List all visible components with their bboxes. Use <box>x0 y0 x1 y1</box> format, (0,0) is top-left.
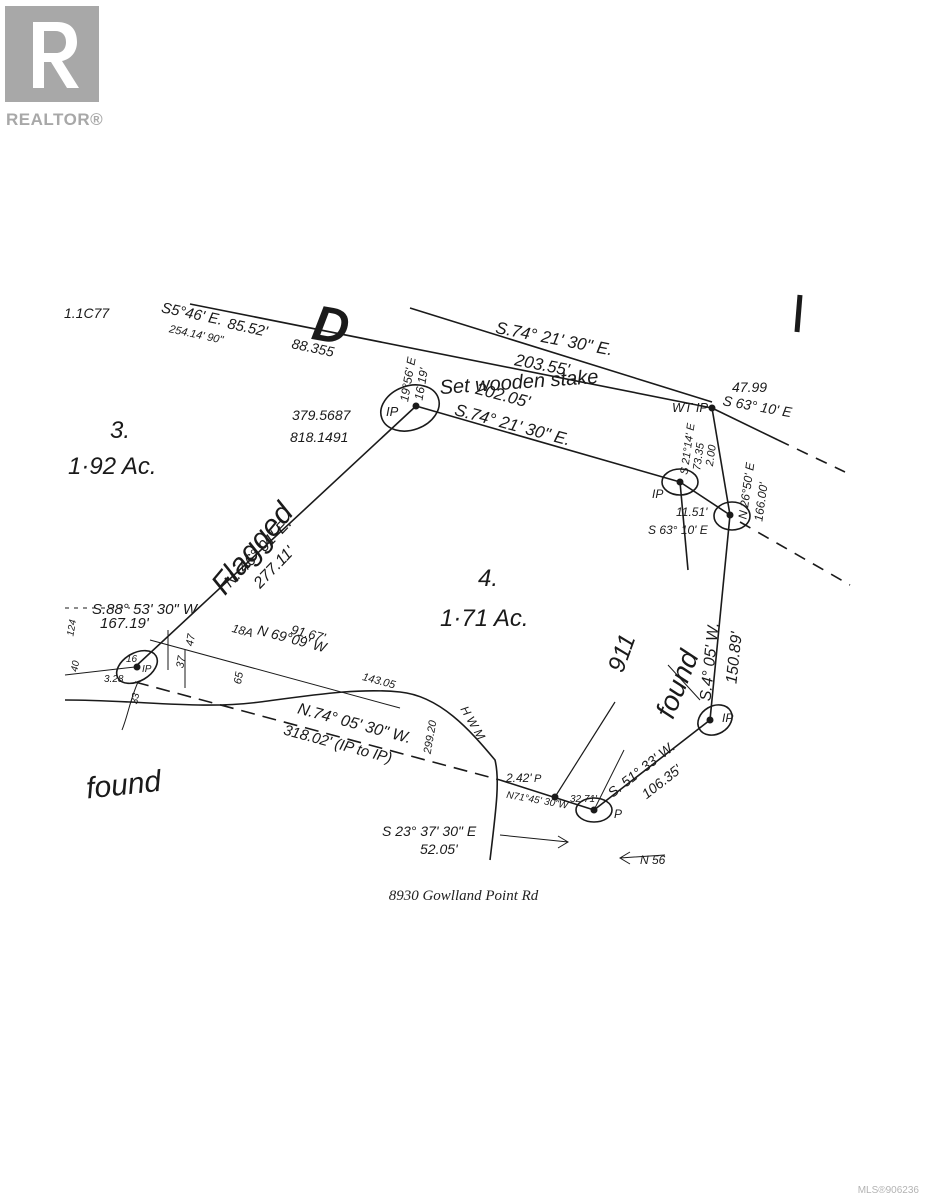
lot3-number: 3. <box>110 417 130 444</box>
south-pin-p1: P <box>534 773 542 785</box>
lot4-south-dashed <box>134 681 501 781</box>
hwm-label: H W M <box>458 703 488 742</box>
west-small-124: 124 <box>65 618 79 637</box>
arrow-bottom-right <box>619 851 666 865</box>
nw-coords-1: 379.5687 <box>292 407 352 423</box>
west-small-328: 3.28 <box>104 674 124 685</box>
southwest-bottom-bearing: S 23° 37' 30" E <box>382 823 477 839</box>
found-leader <box>121 681 139 731</box>
se-tie-line <box>554 701 616 798</box>
east-small-a-dist2: 2.00 <box>704 443 719 468</box>
se-tie-line-2 <box>593 749 625 811</box>
stake-bearing-2: 16.19' <box>412 366 432 401</box>
west-line-bearing: S.88° 53' 30" W <box>92 601 199 618</box>
mls-number: MLS®906236 <box>857 1185 919 1196</box>
east-short-line <box>679 481 731 516</box>
lot3-area: 1·92 Ac. <box>68 453 157 480</box>
corner-pin-e2 <box>713 501 751 531</box>
west-small-65: 65 <box>232 670 246 685</box>
west-small-16: 16 <box>126 654 138 665</box>
realtor-r-logo-icon <box>5 6 99 102</box>
lot4-north-line <box>415 405 681 483</box>
arrow-bottom-left <box>499 834 569 849</box>
high-water-mark-line <box>64 689 499 861</box>
east-dash <box>739 521 851 586</box>
ne-corner-label: WT IP <box>672 400 708 415</box>
corner-pin-w <box>115 649 159 685</box>
west-small-47: 47 <box>184 632 198 647</box>
east-small-a-dist1: 73.35 <box>691 441 707 471</box>
west-line-distance: 167.19' <box>100 615 150 632</box>
west-small-40: 40 <box>69 660 82 673</box>
corner-pin-nw <box>380 384 440 432</box>
east-small-b-distance: 166.00' <box>751 481 770 522</box>
west-leader <box>64 666 136 676</box>
ne-tie-line-2 <box>679 481 689 571</box>
se-tie-line-3 <box>667 664 701 701</box>
lot4-southeast-line <box>593 719 711 811</box>
realtor-logo: REALTOR® <box>5 6 103 129</box>
east-line-distance: 150.89' <box>723 630 745 684</box>
se-found-number: 911 <box>603 631 641 676</box>
corner-pin-s <box>575 797 613 823</box>
interior-line <box>149 639 401 709</box>
road-fragment-text: 1.1C77 <box>64 305 110 321</box>
south-misc-3: 32.71' <box>570 794 598 805</box>
road-boundary-line <box>189 303 713 409</box>
east-short-distance: 11.51' <box>676 505 708 519</box>
lot4-number: 4. <box>478 565 498 592</box>
south-pin-p2: P <box>614 807 622 821</box>
corner-pin-se <box>697 704 733 736</box>
lot4-northwest-line <box>134 405 417 668</box>
ne-tie-line <box>711 407 731 516</box>
lot4-east-line <box>709 514 731 721</box>
west-small-33: 33 <box>129 692 142 705</box>
road-east-line <box>711 407 779 441</box>
nw-coords-2: 818.1491 <box>290 429 348 445</box>
south-misc-1: 2.42' <box>505 771 532 785</box>
east-short-bearing: S 63° 10' E <box>648 523 709 537</box>
interior-line-prefix: 18A <box>230 621 254 640</box>
hwm-value: 299.20 <box>422 719 440 756</box>
bottom-right-n56: N 56 <box>640 853 666 867</box>
southwest-bottom-distance: 52.05' <box>420 841 459 857</box>
south-misc-2: N71°45' 30"W <box>505 790 570 812</box>
west-small-37: 37 <box>174 654 188 669</box>
top-boundary-upper <box>409 307 713 403</box>
se-pin-label: IP <box>722 711 733 725</box>
corner-pin-e1 <box>661 468 699 496</box>
nw-pin-label: IP <box>386 404 399 419</box>
e-pin-label: IP <box>652 487 663 501</box>
lot4-area: 1·71 Ac. <box>440 605 529 632</box>
handwritten-found-left: found <box>85 765 164 806</box>
realtor-logo-text: REALTOR® <box>6 110 104 129</box>
handwritten-found-right: found <box>650 645 706 723</box>
found-leader-2 <box>794 294 803 333</box>
property-address-caption: 8930 Gowlland Point Rd <box>388 888 539 904</box>
ne-corner-bearing: S 63° 10' E <box>722 392 794 420</box>
road-dash-east <box>777 439 846 473</box>
interior-line-suffix: 143.05 <box>361 671 397 692</box>
west-pin-label: IP <box>142 664 152 675</box>
ne-corner-distance: 47.99 <box>732 379 767 395</box>
survey-plan: 1.1C77 D 3. 1·92 Ac. 4. 1·71 Ac. S.74° 2… <box>64 294 851 867</box>
